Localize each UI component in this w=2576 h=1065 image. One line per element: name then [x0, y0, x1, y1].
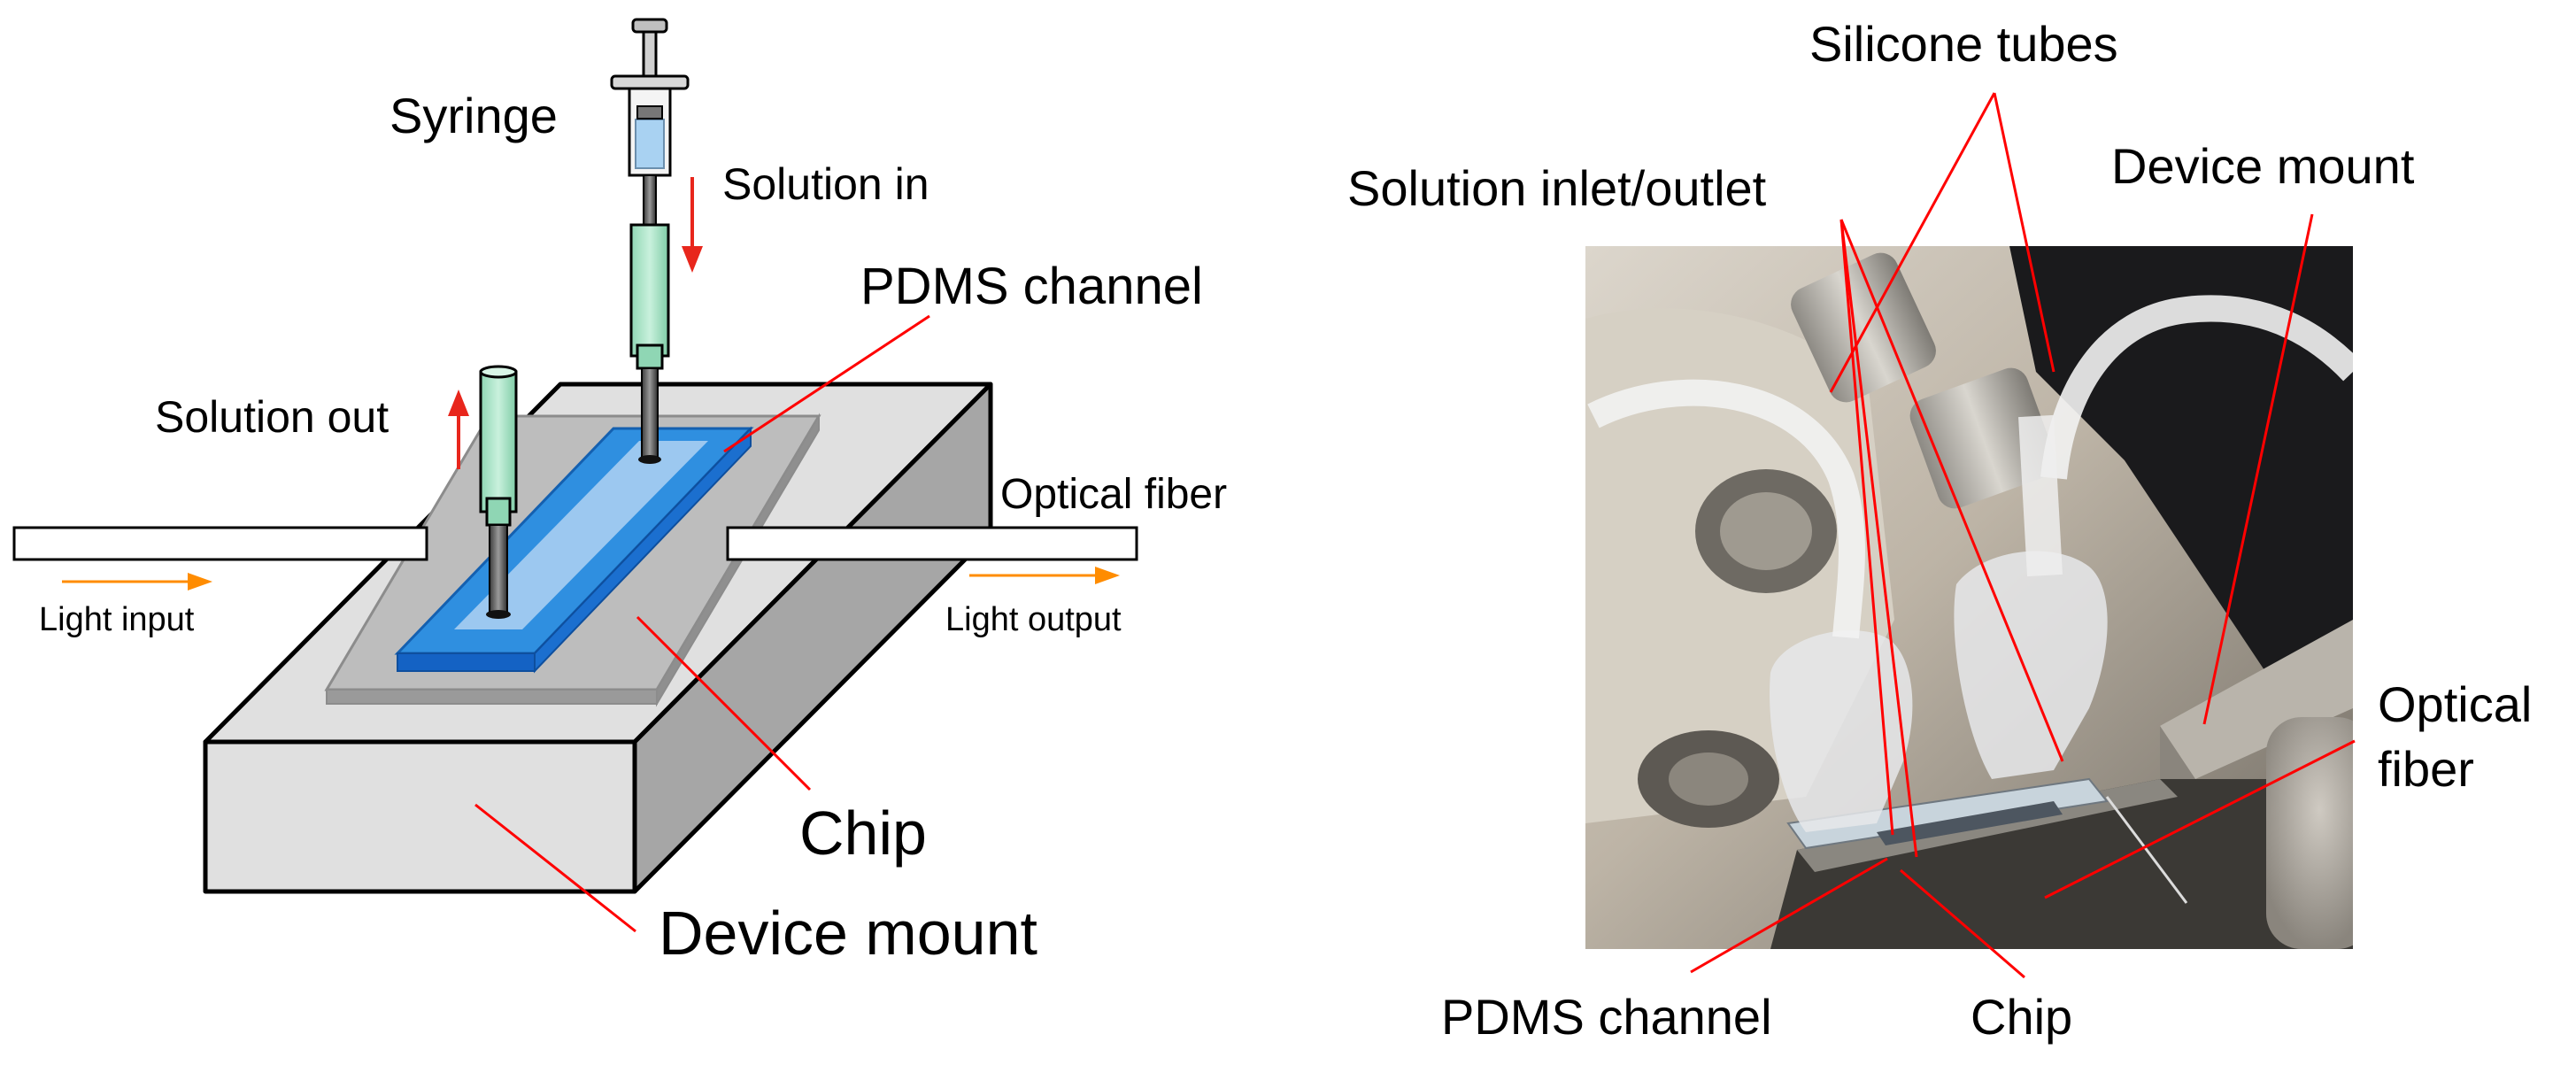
callout-silicone-tube-right: [1993, 92, 2055, 373]
label-silicone-tubes: Silicone tubes: [1809, 16, 2118, 72]
callout-inlet-3: [1839, 219, 1918, 858]
outlet-tube: [479, 365, 518, 619]
plunger-rod: [642, 30, 658, 80]
device-photo: Silicone tubes Solution inlet/outlet Dev…: [1347, 16, 2532, 1045]
callout-silicone-tube-left: [1829, 92, 1996, 393]
label-solution-out: Solution out: [155, 392, 389, 442]
callout-chip: [636, 615, 812, 791]
pdms-side: [534, 426, 752, 674]
callout-pdms-channel: [723, 314, 930, 453]
callout-pdms-channel-photo: [1690, 857, 1888, 974]
light-input-arrow: [62, 573, 212, 590]
syringe-liquid: [635, 119, 665, 169]
label-fiber-photo: fiber: [2378, 741, 2474, 797]
syringe-assembly: [610, 18, 690, 464]
solution-in-arrow: [682, 177, 703, 273]
pdms-front: [397, 652, 536, 672]
label-solution-in: Solution in: [722, 159, 929, 209]
optical-fiber-left: [12, 526, 428, 561]
label-optical-photo: Optical: [2378, 676, 2532, 732]
label-device-mount: Device mount: [659, 899, 1037, 968]
callout-device-mount: [474, 803, 636, 933]
label-pdms-channel-photo: PDMS channel: [1441, 989, 1772, 1045]
label-solution-inlet-outlet: Solution inlet/outlet: [1347, 160, 1767, 216]
pdms-inner-channel: [454, 441, 708, 629]
label-optical-fiber: Optical fiber: [1000, 471, 1227, 518]
callout-device-mount-photo: [2202, 213, 2314, 725]
callout-inlet-2: [1839, 219, 2064, 762]
solution-out-arrow: [448, 390, 469, 469]
label-pdms-channel: PDMS channel: [860, 258, 1203, 315]
plunger-cap: [631, 18, 668, 34]
label-chip-photo: Chip: [1971, 989, 2072, 1045]
callout-chip-photo: [1900, 868, 2025, 979]
pdms-channel-block: [394, 426, 754, 674]
syringe-flange: [610, 74, 690, 90]
schematic-diagram: Syringe Solution in PDMS channel Solutio…: [12, 18, 1227, 968]
label-device-mount-photo: Device mount: [2111, 138, 2415, 194]
chip-edge: [326, 689, 658, 705]
callout-inlet-1: [1839, 219, 1894, 836]
label-light-input: Light input: [39, 601, 195, 638]
label-light-output: Light output: [945, 601, 1122, 638]
light-output-arrow: [969, 567, 1120, 584]
optical-fiber-right: [726, 526, 1138, 561]
mount-front-face: [203, 739, 637, 894]
label-syringe: Syringe: [389, 88, 558, 143]
label-chip: Chip: [799, 799, 927, 868]
inlet-tube: [629, 223, 670, 358]
callout-optical-fiber-photo: [2044, 739, 2356, 899]
